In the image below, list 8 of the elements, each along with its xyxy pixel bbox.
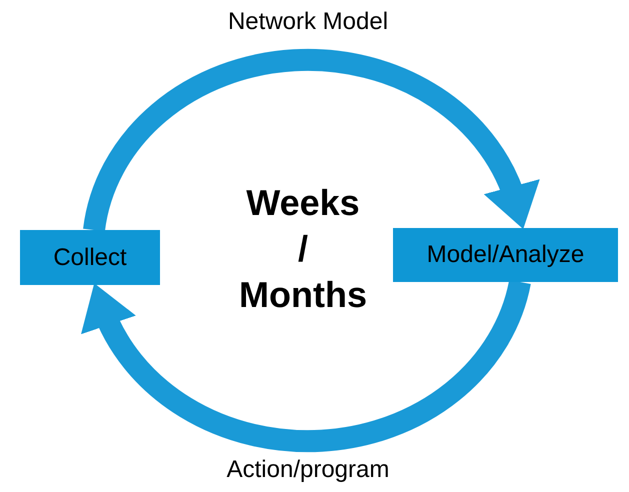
cycle-arrow — [83, 49, 538, 232]
step-box — [393, 228, 618, 282]
step-box — [20, 230, 160, 285]
step-label: Collect — [53, 242, 127, 272]
duration-text: / — [298, 227, 308, 271]
duration-text: Months — [239, 273, 367, 317]
duration-text: Weeks — [246, 181, 360, 225]
step-label: Model/Analyze — [426, 240, 584, 270]
